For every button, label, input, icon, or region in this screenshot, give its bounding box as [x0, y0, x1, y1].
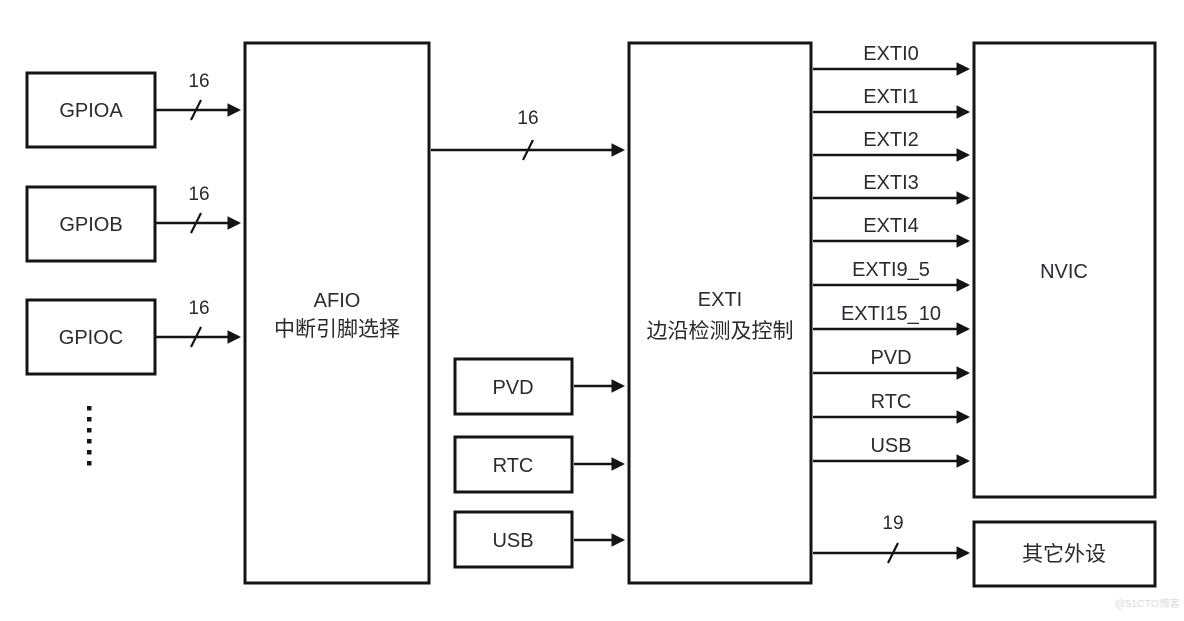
pvd-block: [453, 357, 574, 416]
nvic-block: [972, 41, 1157, 499]
rtc-block: [453, 435, 574, 494]
rtc-line-label: RTC: [871, 391, 912, 413]
afio-subtitle: 中断引脚选择: [274, 318, 400, 341]
exti1-label: EXTI1: [863, 86, 919, 108]
afio-exti-bus-slash: [522, 139, 534, 161]
usb-line-label: USB: [870, 435, 911, 457]
usb-block: [453, 510, 574, 569]
afio-block: [243, 41, 431, 585]
gpioc-block: [25, 298, 157, 376]
gpioa-block: [25, 71, 157, 149]
rtc-label: RTC: [493, 455, 534, 477]
gpiob-block: [25, 185, 157, 263]
exti0-label: EXTI0: [863, 43, 919, 65]
afio-title: AFIO: [314, 290, 361, 312]
nvic-label: NVIC: [1040, 261, 1088, 283]
gpioa-bus-width: 16: [188, 71, 209, 92]
exti15-10-label: EXTI15_10: [841, 303, 941, 325]
gpioc-bus-width: 16: [188, 298, 209, 319]
exti-title: EXTI: [698, 289, 742, 311]
gpiob-label: GPIOB: [59, 214, 122, 236]
more-gpio-ellipsis: [87, 406, 92, 466]
exti2-label: EXTI2: [863, 129, 919, 151]
exti-subtitle: 边沿检测及控制: [647, 320, 794, 343]
exti-other-bus-slash: [887, 542, 899, 564]
other-peripherals-label: 其它外设: [1022, 543, 1106, 566]
exti4-label: EXTI4: [863, 215, 919, 237]
afio-exti-bus-width: 16: [517, 108, 538, 129]
gpiob-bus-width: 16: [188, 184, 209, 205]
watermark: @51CTO博客: [1115, 597, 1181, 610]
gpioa-label: GPIOA: [59, 100, 123, 122]
gpioa-bus-slash: [190, 99, 202, 121]
exti3-label: EXTI3: [863, 172, 919, 194]
gpioc-bus-slash: [190, 326, 202, 348]
exti-other-bus-width: 19: [882, 513, 903, 534]
other-peripherals-block: [972, 520, 1157, 588]
exti9-5-label: EXTI9_5: [852, 259, 930, 281]
pvd-line-label: PVD: [870, 347, 911, 369]
exti-block: [627, 41, 813, 585]
usb-label: USB: [492, 530, 533, 552]
gpiob-bus-slash: [190, 212, 202, 234]
pvd-label: PVD: [492, 377, 533, 399]
gpioc-label: GPIOC: [59, 327, 123, 349]
